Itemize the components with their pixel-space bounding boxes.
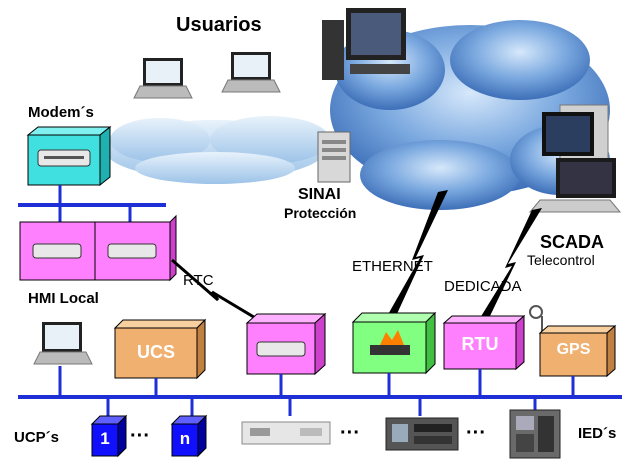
label-proteccion: Protección xyxy=(284,205,357,221)
modem-box-magenta xyxy=(19,221,96,281)
ucp-box-1 xyxy=(90,414,128,458)
label-rtc: RTC xyxy=(183,272,214,289)
laptop-icon xyxy=(221,52,281,93)
label-ucp-1: 1 xyxy=(100,429,110,448)
modem-box-magenta xyxy=(94,214,177,282)
label-ucs: UCS xyxy=(136,342,175,362)
label-telecontrol: Telecontrol xyxy=(527,252,595,268)
dots-separator: ··· xyxy=(466,422,486,444)
station-bus xyxy=(18,366,622,416)
label-dedicada: DEDICADA xyxy=(444,278,522,295)
ethernet-router-box xyxy=(351,311,437,375)
desktop-computer-icon xyxy=(322,8,410,80)
label-rtu: RTU xyxy=(461,334,499,354)
laptop-icon xyxy=(133,58,193,99)
server-icon xyxy=(317,131,351,183)
rtc-link xyxy=(171,258,263,324)
label-ucp-n: n xyxy=(179,429,191,448)
ucp-box-n xyxy=(170,414,208,458)
rtc-modem-box xyxy=(245,312,327,376)
ethernet-bolt xyxy=(386,190,448,318)
label-scada: SCADA xyxy=(540,232,605,252)
label-ieds: IED´s xyxy=(578,425,617,442)
gps-box xyxy=(529,305,617,378)
ied-device-icon xyxy=(385,417,459,451)
label-hmi-local: HMI Local xyxy=(28,290,99,307)
modem-cloud xyxy=(105,116,330,184)
ucs-box xyxy=(113,318,207,380)
label-usuarios: Usuarios xyxy=(176,14,262,36)
label-modems: Modem´s xyxy=(28,104,94,121)
modem-box xyxy=(26,125,112,187)
hmi-laptop-icon xyxy=(33,322,93,365)
dots-separator: ··· xyxy=(340,422,360,444)
label-ethernet: ETHERNET xyxy=(352,258,433,275)
label-sinai: SINAI xyxy=(298,186,341,203)
ied-device-icon xyxy=(509,409,561,459)
dots-separator: ··· xyxy=(130,425,150,447)
label-ucps: UCP´s xyxy=(14,429,60,446)
label-gps: GPS xyxy=(556,341,591,358)
ied-device-icon xyxy=(241,421,331,445)
scada-workstation-icon xyxy=(528,104,622,213)
top-bus xyxy=(18,185,166,222)
